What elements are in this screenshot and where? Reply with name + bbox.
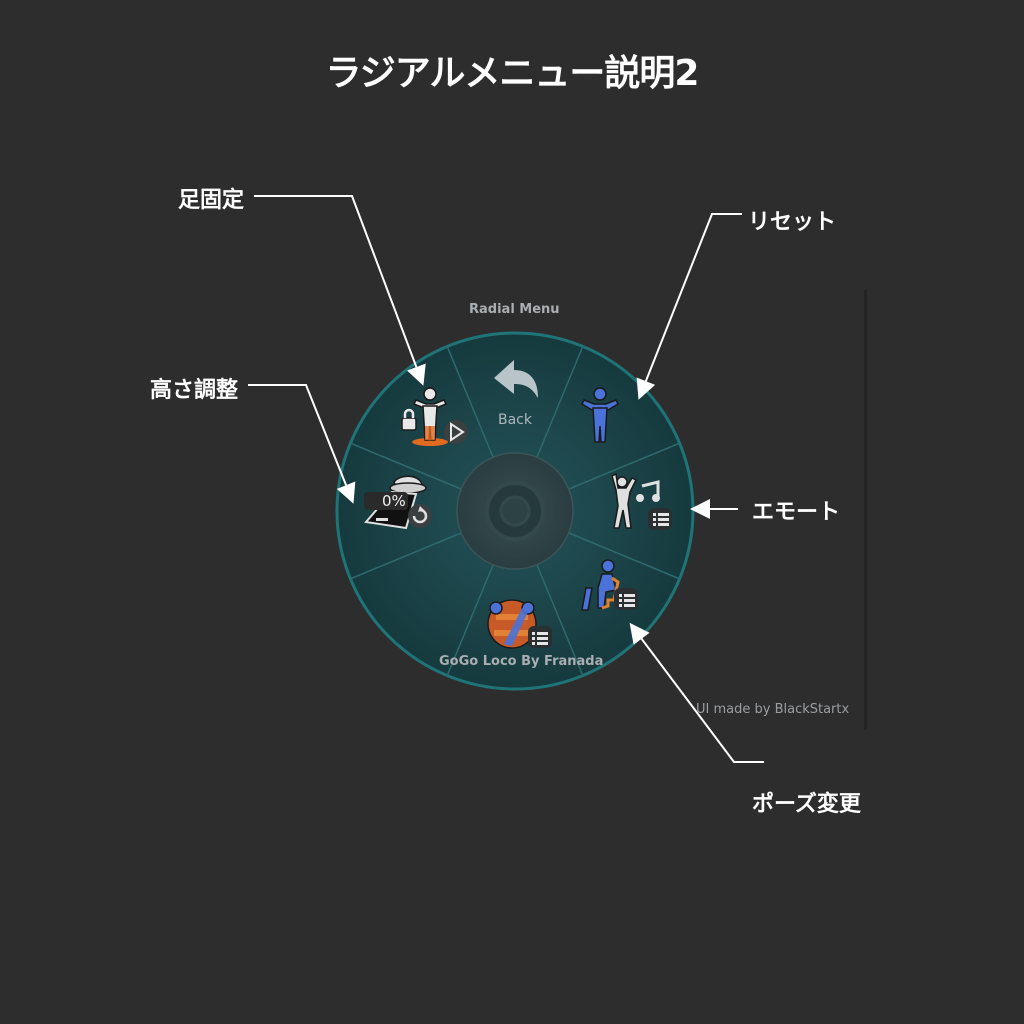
back-label: Back [498,412,532,428]
list-icon [619,594,635,607]
slot-reset[interactable] [578,386,622,446]
list-icon [653,513,669,526]
radial-menu-footer: GoGo Loco By Franada [439,654,604,669]
height-percent: 0% [382,492,406,510]
callout-reset: リセット [748,210,837,235]
standing-person-icon [581,387,619,443]
back-arrow-icon [494,360,538,398]
slot-back[interactable]: Back [480,352,550,432]
slot-gogoloco[interactable] [484,596,556,656]
slot-emote[interactable] [606,472,676,536]
callout-foot-lock: 足固定 [178,188,245,213]
page-title: ラジアルメニュー説明2 [325,53,700,94]
radial-menu-header: Radial Menu [469,302,560,317]
sidebar-divider [864,290,867,730]
slot-pose-change[interactable] [578,558,642,616]
credit-text: UI made by BlackStartx [696,702,850,717]
center-joystick-inner [499,495,531,527]
sector-dividers [349,345,681,677]
slot-foot-lock[interactable] [398,386,474,448]
callout-emote: エモート [752,500,841,525]
callout-pose-change: ポーズ変更 [752,792,861,817]
slot-height-adjust[interactable]: 0% [362,472,442,534]
ufo-height-icon [364,475,432,530]
foot-lock-icon [401,387,468,446]
callout-height-adjust: 高さ調整 [150,378,239,403]
gogoloco-logo-icon [487,599,552,649]
list-icon [532,632,548,645]
callout-pointers [248,195,764,763]
